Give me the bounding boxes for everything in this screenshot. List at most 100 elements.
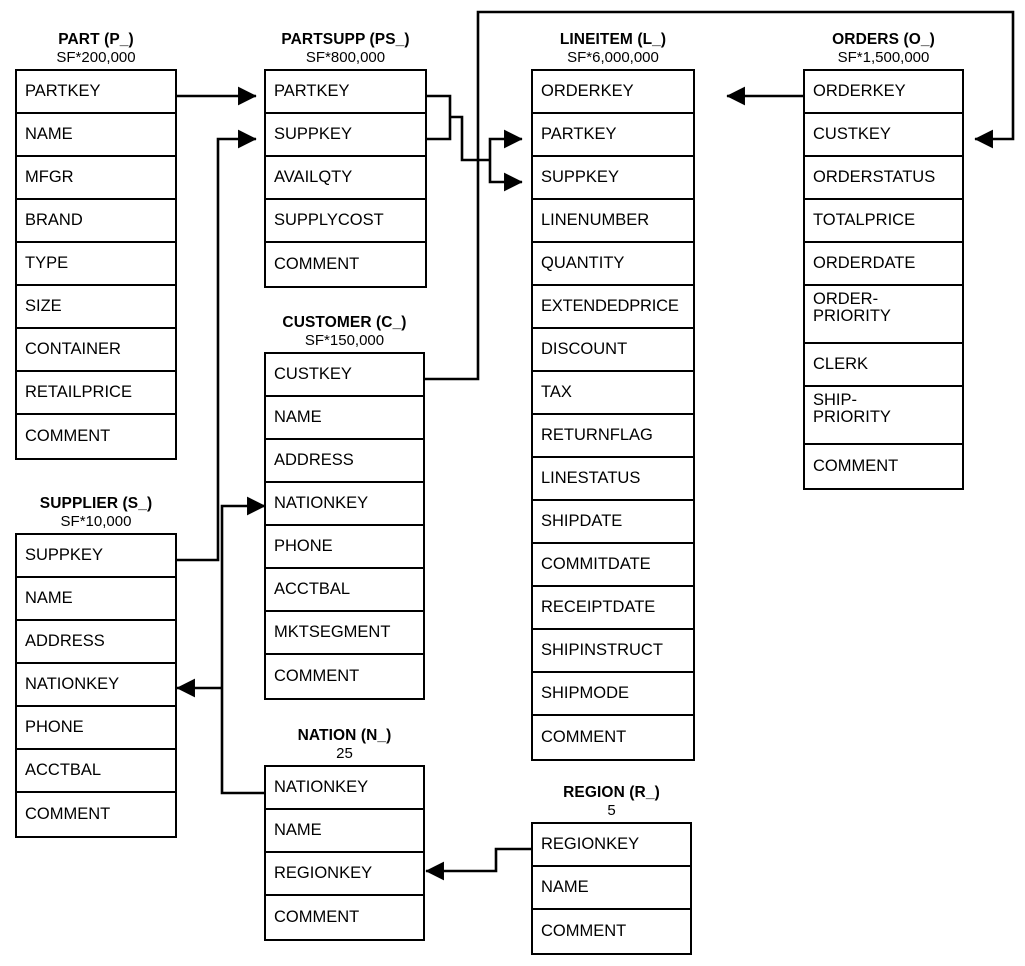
entity-nation-cardinality: 25 xyxy=(336,745,353,762)
field-lineitem-shipmode[interactable]: SHIPMODE xyxy=(533,673,693,716)
field-partsupp-partkey[interactable]: PARTKEY xyxy=(266,71,425,114)
entity-region[interactable]: REGION (R_) 5 REGIONKEY NAME COMMENT xyxy=(531,783,692,955)
field-nation-comment[interactable]: COMMENT xyxy=(266,896,423,939)
field-lineitem-comment[interactable]: COMMENT xyxy=(533,716,693,759)
field-part-partkey[interactable]: PARTKEY xyxy=(17,71,175,114)
field-region-name[interactable]: NAME xyxy=(533,867,690,910)
field-part-comment[interactable]: COMMENT xyxy=(17,415,175,458)
field-lineitem-returnflag[interactable]: RETURNFLAG xyxy=(533,415,693,458)
field-part-retailprice[interactable]: RETAILPRICE xyxy=(17,372,175,415)
field-orders-orderstatus[interactable]: ORDERSTATUS xyxy=(805,157,962,200)
field-nation-name[interactable]: NAME xyxy=(266,810,423,853)
field-lineitem-suppkey[interactable]: SUPPKEY xyxy=(533,157,693,200)
field-customer-comment[interactable]: COMMENT xyxy=(266,655,423,698)
entity-lineitem-cardinality: SF*6,000,000 xyxy=(567,49,659,66)
entity-partsupp[interactable]: PARTSUPP (PS_) SF*800,000 PARTKEY SUPPKE… xyxy=(264,30,427,288)
entity-partsupp-cardinality: SF*800,000 xyxy=(305,49,386,66)
field-orders-orderkey[interactable]: ORDERKEY xyxy=(805,71,962,114)
field-region-comment[interactable]: COMMENT xyxy=(533,910,690,953)
entity-supplier-fields: SUPPKEY NAME ADDRESS NATIONKEY PHONE ACC… xyxy=(15,533,177,838)
field-lineitem-quantity[interactable]: QUANTITY xyxy=(533,243,693,286)
field-customer-mktsegment[interactable]: MKTSEGMENT xyxy=(266,612,423,655)
field-partsupp-suppkey[interactable]: SUPPKEY xyxy=(266,114,425,157)
field-partsupp-comment[interactable]: COMMENT xyxy=(266,243,425,286)
entity-supplier-cardinality: SF*10,000 xyxy=(60,513,132,530)
field-lineitem-tax[interactable]: TAX xyxy=(533,372,693,415)
field-orders-clerk[interactable]: CLERK xyxy=(805,344,962,387)
field-supplier-name[interactable]: NAME xyxy=(17,578,175,621)
wire-partsupp-lineitem-stem xyxy=(450,115,490,162)
entity-customer-title: CUSTOMER (C_) xyxy=(282,314,407,331)
field-lineitem-extendedprice[interactable]: EXTENDEDPRICE xyxy=(533,286,693,329)
entity-customer[interactable]: CUSTOMER (C_) SF*150,000 CUSTKEY NAME AD… xyxy=(264,313,425,700)
entity-lineitem-fields: ORDERKEY PARTKEY SUPPKEY LINENUMBER QUAN… xyxy=(531,69,695,761)
field-customer-phone[interactable]: PHONE xyxy=(266,526,423,569)
field-lineitem-linestatus[interactable]: LINESTATUS xyxy=(533,458,693,501)
wire-partsupp-lineitem-partkey xyxy=(488,129,523,160)
field-customer-acctbal[interactable]: ACCTBAL xyxy=(266,569,423,612)
field-nation-regionkey[interactable]: REGIONKEY xyxy=(266,853,423,896)
entity-lineitem[interactable]: LINEITEM (L_) SF*6,000,000 ORDERKEY PART… xyxy=(531,30,695,761)
entity-part[interactable]: PART (P_) SF*200,000 PARTKEY NAME MFGR B… xyxy=(15,30,177,460)
entity-region-title: REGION (R_) xyxy=(563,784,660,801)
entity-supplier-title: SUPPLIER (S_) xyxy=(39,495,153,512)
entity-partsupp-fields: PARTKEY SUPPKEY AVAILQTY SUPPLYCOST COMM… xyxy=(264,69,427,288)
wire-supplier-partsupp xyxy=(177,129,257,562)
field-supplier-acctbal[interactable]: ACCTBAL xyxy=(17,750,175,793)
field-lineitem-linenumber[interactable]: LINENUMBER xyxy=(533,200,693,243)
field-part-brand[interactable]: BRAND xyxy=(17,200,175,243)
entity-nation[interactable]: NATION (N_) 25 NATIONKEY NAME REGIONKEY … xyxy=(264,726,425,941)
field-orders-shippriority[interactable]: SHIP-PRIORITY xyxy=(805,387,962,445)
field-supplier-comment[interactable]: COMMENT xyxy=(17,793,175,836)
field-part-type[interactable]: TYPE xyxy=(17,243,175,286)
field-orders-orderpriority[interactable]: ORDER-PRIORITY xyxy=(805,286,962,344)
wire-partsupp-lineitem-suppkey xyxy=(488,160,523,192)
field-region-regionkey[interactable]: REGIONKEY xyxy=(533,824,690,867)
field-customer-address[interactable]: ADDRESS xyxy=(266,440,423,483)
entity-part-fields: PARTKEY NAME MFGR BRAND TYPE SIZE CONTAI… xyxy=(15,69,177,460)
wire-partsupp-lineitem-trunk xyxy=(427,94,452,141)
entity-nation-title: NATION (N_) xyxy=(297,727,392,744)
field-supplier-address[interactable]: ADDRESS xyxy=(17,621,175,664)
entity-part-title: PART (P_) xyxy=(58,31,134,48)
field-supplier-nationkey[interactable]: NATIONKEY xyxy=(17,664,175,707)
entity-part-cardinality: SF*200,000 xyxy=(56,49,136,66)
field-part-name[interactable]: NAME xyxy=(17,114,175,157)
field-supplier-suppkey[interactable]: SUPPKEY xyxy=(17,535,175,578)
field-lineitem-shipdate[interactable]: SHIPDATE xyxy=(533,501,693,544)
wire-region-nation xyxy=(425,847,531,881)
field-customer-custkey[interactable]: CUSTKEY xyxy=(266,354,423,397)
entity-nation-fields: NATIONKEY NAME REGIONKEY COMMENT xyxy=(264,765,425,941)
field-partsupp-supplycost[interactable]: SUPPLYCOST xyxy=(266,200,425,243)
entity-orders-fields: ORDERKEY CUSTKEY ORDERSTATUS TOTALPRICE … xyxy=(803,69,964,490)
entity-lineitem-title: LINEITEM (L_) xyxy=(559,31,667,48)
field-orders-custkey[interactable]: CUSTKEY xyxy=(805,114,962,157)
field-orders-comment[interactable]: COMMENT xyxy=(805,445,962,488)
entity-orders-title: ORDERS (O_) xyxy=(832,31,935,48)
wire-nation-customer xyxy=(220,496,266,795)
field-lineitem-partkey[interactable]: PARTKEY xyxy=(533,114,693,157)
entity-customer-fields: CUSTKEY NAME ADDRESS NATIONKEY PHONE ACC… xyxy=(264,352,425,700)
field-orders-orderdate[interactable]: ORDERDATE xyxy=(805,243,962,286)
field-customer-name[interactable]: NAME xyxy=(266,397,423,440)
field-nation-nationkey[interactable]: NATIONKEY xyxy=(266,767,423,810)
field-customer-nationkey[interactable]: NATIONKEY xyxy=(266,483,423,526)
entity-orders[interactable]: ORDERS (O_) SF*1,500,000 ORDERKEY CUSTKE… xyxy=(803,30,964,490)
field-orders-totalprice[interactable]: TOTALPRICE xyxy=(805,200,962,243)
field-lineitem-commitdate[interactable]: COMMITDATE xyxy=(533,544,693,587)
entity-supplier[interactable]: SUPPLIER (S_) SF*10,000 SUPPKEY NAME ADD… xyxy=(15,494,177,838)
entity-region-cardinality: 5 xyxy=(607,802,616,819)
field-lineitem-orderkey[interactable]: ORDERKEY xyxy=(533,71,693,114)
field-supplier-phone[interactable]: PHONE xyxy=(17,707,175,750)
field-partsupp-availqty[interactable]: AVAILQTY xyxy=(266,157,425,200)
entity-orders-cardinality: SF*1,500,000 xyxy=(837,49,930,66)
field-lineitem-discount[interactable]: DISCOUNT xyxy=(533,329,693,372)
entity-partsupp-title: PARTSUPP (PS_) xyxy=(281,31,410,48)
field-lineitem-receiptdate[interactable]: RECEIPTDATE xyxy=(533,587,693,630)
field-part-mfgr[interactable]: MFGR xyxy=(17,157,175,200)
field-part-container[interactable]: CONTAINER xyxy=(17,329,175,372)
field-lineitem-shipinstruct[interactable]: SHIPINSTRUCT xyxy=(533,630,693,673)
field-part-size[interactable]: SIZE xyxy=(17,286,175,329)
entity-customer-cardinality: SF*150,000 xyxy=(304,332,385,349)
